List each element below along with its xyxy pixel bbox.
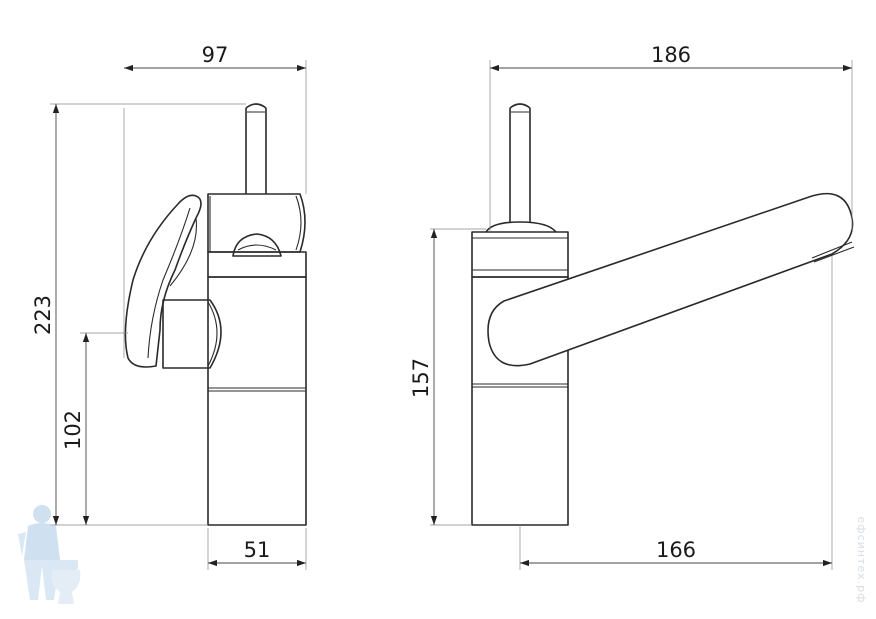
dim-side-total-height: 223: [31, 104, 60, 525]
site-watermark: ефсинтех.рф: [855, 516, 868, 603]
dim-front-height: 157: [409, 229, 438, 525]
dim-text-97: 97: [202, 43, 229, 67]
dim-text-51: 51: [244, 538, 271, 562]
front-view: 186 157 166: [409, 43, 855, 570]
plumber-mascot-logo: [18, 505, 81, 604]
front-rod: [509, 103, 531, 222]
front-head: [471, 231, 569, 278]
side-view: 97 223 102 51: [31, 43, 307, 570]
dim-side-lever-height: 102: [61, 333, 90, 525]
side-lever: [124, 194, 202, 368]
front-cap: [485, 221, 557, 233]
dim-text-157: 157: [409, 358, 433, 398]
front-spout: [487, 192, 855, 367]
dim-side-width-top: 97: [124, 43, 306, 72]
dim-text-186: 186: [651, 43, 691, 67]
dim-front-total-width: 186: [490, 43, 852, 72]
dim-side-base-width: 51: [208, 538, 306, 567]
dim-text-102: 102: [61, 410, 85, 450]
side-rod: [245, 103, 267, 194]
dim-front-spout-reach: 166: [520, 538, 832, 567]
dim-text-166: 166: [656, 538, 696, 562]
front-body: [471, 276, 569, 526]
dim-text-223: 223: [31, 295, 55, 335]
side-body: [207, 276, 307, 526]
side-head: [207, 193, 306, 257]
side-knob: [162, 299, 222, 369]
